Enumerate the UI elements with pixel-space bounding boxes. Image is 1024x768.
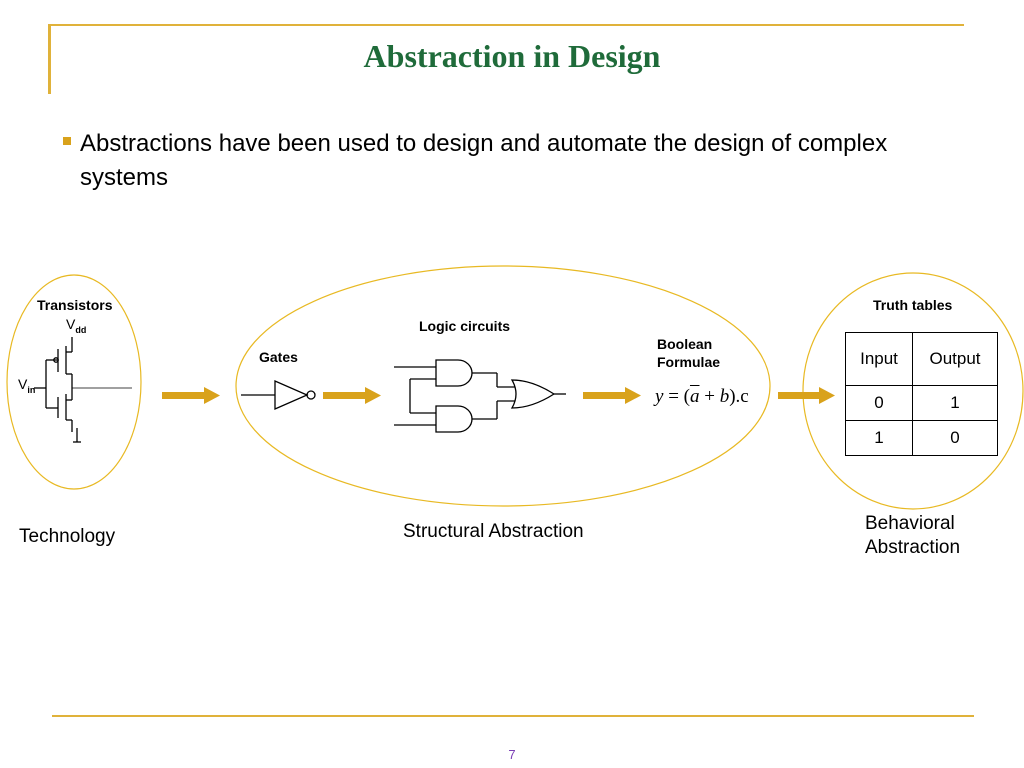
truth-table-row: 1 0 [845,420,998,456]
behavioral-caption-line2: Abstraction [865,537,961,558]
frame-horizontal-line [48,24,964,26]
truth-table-cell: 0 [912,420,998,456]
boolean-formulae-label: Boolean Formulae [657,335,720,371]
logic-circuits-label: Logic circuits [419,318,511,334]
arrow-gates-to-logic [323,387,381,404]
logic-circuit-symbol [394,359,566,433]
transistor-circuit [34,337,132,443]
vdd-label: Vdd [66,316,87,335]
frame-vertical-line [48,24,51,94]
boolean-formula: y = (a + b).c [655,386,749,407]
truth-table-cell: 1 [912,385,998,421]
page-number: 7 [508,747,516,762]
bullet-text: Abstractions have been used to design an… [80,130,888,191]
footer-line [52,715,974,717]
structural-ellipse [235,265,771,507]
gates-label: Gates [259,349,298,365]
behavioral-caption-line1: Behavioral [865,513,955,534]
truth-table-header-input: Input [845,332,913,386]
technology-caption: Technology [19,526,116,547]
arrow-logic-to-formula [583,387,641,404]
arrow-formula-to-truth-table [778,387,835,404]
truth-tables-label: Truth tables [873,297,953,313]
truth-table-header-row: Input Output [845,332,998,386]
boolean-label-line2: Formulae [657,354,721,370]
behavioral-caption: Behavioral Abstraction [865,512,960,560]
truth-table-cell: 0 [845,385,913,421]
vin-label: Vin [18,376,36,395]
slide-title: Abstraction in Design [363,38,661,74]
structural-caption: Structural Abstraction [403,521,584,542]
truth-table-row: 0 1 [845,385,998,421]
behavioral-ellipse [802,272,1024,510]
technology-ellipse [6,274,142,490]
arrow-technology-to-gates [162,387,220,404]
truth-table-header-output: Output [912,332,998,386]
truth-table: Input Output 0 1 1 0 [845,332,998,456]
not-gate-symbol [241,380,316,410]
truth-table-cell: 1 [845,420,913,456]
transistors-label: Transistors [37,297,113,313]
boolean-label-line1: Boolean [657,336,713,352]
bullet-marker [63,137,71,145]
